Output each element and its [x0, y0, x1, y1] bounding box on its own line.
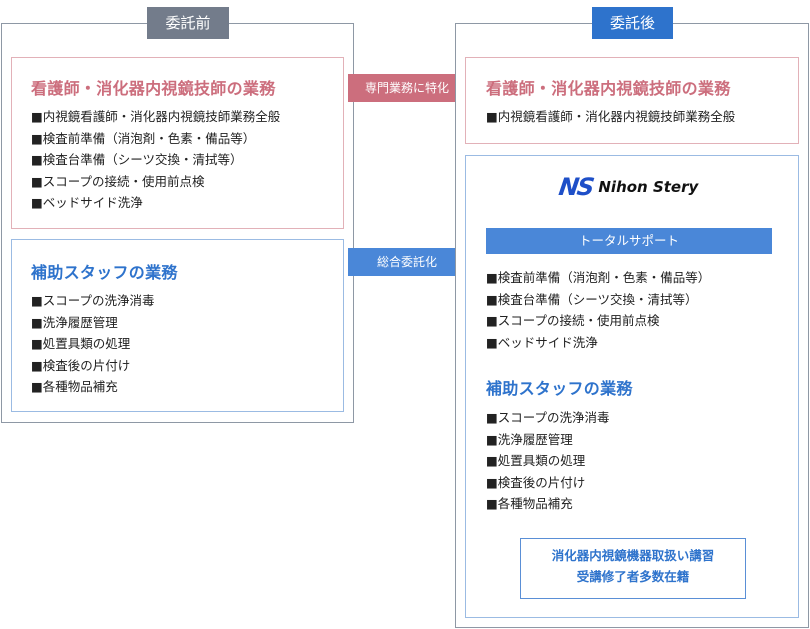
- after-staff-list: ■スコープの洗浄消毒 ■洗浄履歴管理 ■処置具類の処理 ■検査後の片付け ■各種…: [486, 407, 610, 515]
- list-item: ■各種物品補充: [486, 496, 573, 511]
- after-nurse-box: 看護師・消化器内視鏡技師の業務 ■内視鏡看護師・消化器内視鏡技師業務全般: [465, 57, 799, 144]
- before-tag: 委託前: [147, 7, 229, 39]
- company-box: NS Nihon Stery トータルサポート ■検査前準備（消泡剤・色素・備品…: [465, 155, 799, 618]
- training-course-box: 消化器内視鏡機器取扱い講習 受講修了者多数在籍: [520, 538, 746, 599]
- list-item: ■内視鏡看護師・消化器内視鏡技師業務全般: [486, 109, 736, 124]
- list-item: ■検査前準備（消泡剤・色素・備品等）: [486, 270, 711, 285]
- before-nurse-title: 看護師・消化器内視鏡技師の業務: [31, 79, 276, 98]
- list-item: ■検査台準備（シーツ交換・清拭等）: [486, 291, 698, 307]
- list-item: ■ベッドサイド洗浄: [486, 334, 598, 350]
- specialize-arrow: 専門業務に特化: [348, 74, 474, 102]
- list-item: ■スコープの洗浄消毒: [31, 293, 155, 308]
- course-line-2: 受講修了者多数在籍: [576, 569, 690, 584]
- list-item: ■洗浄履歴管理: [31, 314, 118, 330]
- list-item: ■スコープの接続・使用前点検: [486, 313, 660, 328]
- list-item: ■検査台準備（シーツ交換・清拭等）: [31, 152, 243, 167]
- list-item: ■内視鏡看護師・消化器内視鏡技師業務全般: [31, 109, 281, 124]
- list-item: ■処置具類の処理: [31, 336, 131, 351]
- support-list: ■検査前準備（消泡剤・色素・備品等） ■検査台準備（シーツ交換・清拭等） ■スコ…: [486, 267, 710, 353]
- outsource-arrow: 総合委託化: [348, 248, 474, 276]
- list-item: ■処置具類の処理: [486, 453, 586, 468]
- after-nurse-title: 看護師・消化器内視鏡技師の業務: [486, 79, 731, 98]
- before-nurse-list: ■内視鏡看護師・消化器内視鏡技師業務全般 ■検査前準備（消泡剤・色素・備品等） …: [31, 106, 280, 214]
- before-staff-list: ■スコープの洗浄消毒 ■洗浄履歴管理 ■処置具類の処理 ■検査後の片付け ■各種…: [31, 290, 155, 398]
- logo-mark: NS: [557, 173, 595, 201]
- before-nurse-box: 看護師・消化器内視鏡技師の業務 ■内視鏡看護師・消化器内視鏡技師業務全般 ■検査…: [11, 57, 344, 229]
- list-item: ■各種物品補充: [31, 379, 118, 394]
- total-support-bar: トータルサポート: [486, 228, 772, 254]
- after-staff-title: 補助スタッフの業務: [486, 379, 633, 398]
- logo-name: Nihon Stery: [598, 178, 699, 196]
- list-item: ■スコープの洗浄消毒: [486, 410, 610, 425]
- list-item: ■検査前準備（消泡剤・色素・備品等）: [31, 130, 256, 146]
- list-item: ■洗浄履歴管理: [486, 431, 573, 447]
- list-item: ■検査後の片付け: [31, 357, 131, 373]
- course-line-1: 消化器内視鏡機器取扱い講習: [551, 548, 715, 563]
- list-item: ■検査後の片付け: [486, 474, 586, 490]
- after-nurse-list: ■内視鏡看護師・消化器内視鏡技師業務全般: [486, 106, 735, 128]
- after-tag: 委託後: [592, 7, 673, 39]
- nihon-stery-logo: NS Nihon Stery: [557, 173, 699, 201]
- before-staff-title: 補助スタッフの業務: [31, 263, 178, 282]
- list-item: ■ベッドサイド洗浄: [31, 195, 143, 210]
- before-staff-box: 補助スタッフの業務 ■スコープの洗浄消毒 ■洗浄履歴管理 ■処置具類の処理 ■検…: [11, 239, 344, 412]
- list-item: ■スコープの接続・使用前点検: [31, 173, 205, 189]
